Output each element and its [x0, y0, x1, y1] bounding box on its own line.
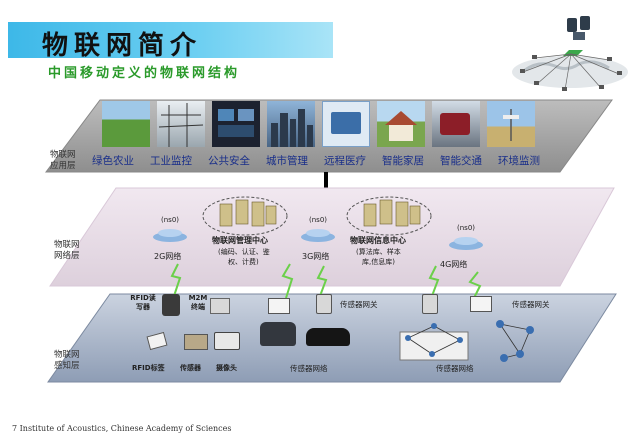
title-banner [8, 22, 333, 58]
footer-credit: 7 Institute of Acoustics, Chinese Academ… [12, 424, 232, 433]
app-label-4: 城市管理 [266, 155, 308, 167]
sensor-network-mesh-icon-2 [496, 320, 534, 362]
globe-network-icon [512, 16, 628, 91]
app-label-7: 智能交通 [440, 155, 482, 167]
label-2g-network: 2G网络 [154, 252, 182, 261]
rfid-reader-label: RFID读写器 [130, 294, 156, 311]
mgmt-center-sub2: 权、计费) [228, 258, 259, 266]
app-label-8: 环境监测 [498, 155, 540, 167]
camera-label: 摄像头 [216, 364, 237, 372]
network-node-3g: (ns0) [298, 216, 338, 244]
app-label-3: 公共安全 [208, 155, 250, 167]
gateway-icon-1 [268, 298, 290, 314]
camera-icon [214, 332, 240, 350]
sensor-gateway-label-1: 传感器网关 [340, 300, 378, 309]
vehicle-icon-1 [260, 322, 296, 346]
label-3g-network: 3G网络 [302, 252, 330, 261]
app-label-6: 智能家居 [382, 155, 424, 167]
app-label-5: 远程医疗 [324, 155, 366, 167]
info-center-title: 物联网信息中心 [350, 236, 406, 245]
information-servers-icon [346, 196, 432, 236]
thumb-green-agriculture [102, 101, 150, 147]
sensor-network-label-1: 传感器网络 [290, 364, 328, 373]
thumb-smart-transport [432, 101, 480, 147]
slide-title: 物联网简介 [42, 31, 203, 61]
gateway-device-icon-1 [316, 294, 332, 314]
info-center-sub2: 库,信息库) [362, 258, 395, 266]
thumb-public-safety [212, 101, 260, 147]
m2m-terminal-label: M2M终端 [188, 294, 208, 311]
sensor-gateway-label-2: 传感器网关 [512, 300, 550, 309]
info-center-sub1: (算法库、样本 [356, 248, 401, 256]
thumb-smart-home [377, 101, 425, 147]
thumb-environment-monitoring [487, 101, 535, 147]
rfid-tag-label: RFID标签 [132, 364, 165, 372]
sensor-icon [184, 334, 208, 350]
gateway-device-icon-2 [422, 294, 438, 314]
app-label-1: 绿色农业 [92, 155, 134, 167]
management-servers-icon [202, 196, 288, 236]
vehicle-icon-2 [306, 328, 350, 346]
label-4g-network: 4G网络 [440, 260, 468, 269]
thumb-telemedicine [322, 101, 370, 147]
sensor-network-label-2: 传感器网络 [436, 364, 474, 373]
m2m-terminal-icon [210, 298, 230, 314]
sensor-network-mesh-icon-1 [399, 323, 469, 361]
network-layer-label: 物联网网络层 [54, 240, 80, 261]
rfid-reader-icon [162, 294, 180, 316]
network-node-4g: (ns0) [446, 224, 486, 252]
app-layer-label: 物联网应用层 [50, 150, 76, 171]
mgmt-center-title: 物联网管理中心 [212, 236, 268, 245]
gateway-icon-2 [470, 296, 492, 312]
slide-subtitle: 中国移动定义的物联网结构 [48, 66, 241, 81]
network-node-2g: (ns0) [150, 216, 190, 244]
mgmt-center-sub1: (编码、认证、鉴 [218, 248, 270, 256]
thumb-industrial-monitoring [157, 101, 205, 147]
thumb-city-management [267, 101, 315, 147]
app-label-2: 工业监控 [150, 155, 192, 167]
sensor-label: 传感器 [180, 364, 201, 372]
perception-layer-label: 物联网感知层 [54, 350, 80, 371]
